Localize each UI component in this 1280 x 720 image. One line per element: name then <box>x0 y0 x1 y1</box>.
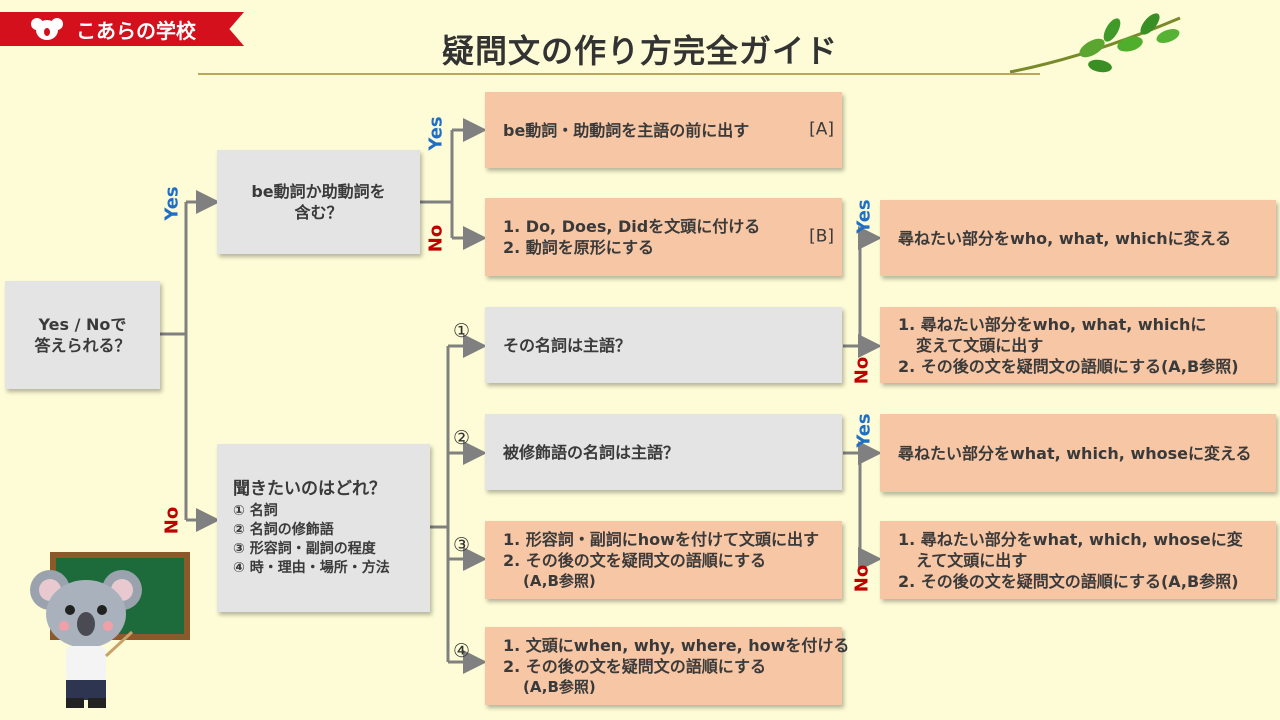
modifier-yes-result-text: 尋ねたい部分をwhat, which, whoseに変える <box>898 443 1252 463</box>
rule-b-box: 1. Do, Does, Didを文頭に付ける 2. 動詞を原形にする [B] <box>485 198 842 276</box>
branch-number-1: ① <box>453 320 471 342</box>
leaf-branch-icon <box>1009 13 1181 74</box>
modifier-no-result-box: 1. 尋ねたい部分をwhat, which, whoseに変 えて文頭に出す 2… <box>880 521 1276 599</box>
yes-label-be: Yes <box>425 116 447 151</box>
modified-noun-question-box: 被修飾語の名詞は主語？ <box>485 414 842 490</box>
no-label-q2: No <box>851 564 873 593</box>
degree-rule-box: 1. 形容詞・副詞にhowを付けて文頭に出す 2. その後の文を疑問文の語順にす… <box>485 521 842 599</box>
subject-no-result-line-1: 1. 尋ねたい部分をwho, what, whichに <box>898 314 1207 334</box>
modified-noun-question-text: 被修飾語の名詞は主語？ <box>503 442 680 462</box>
brand-name: こあらの学校 <box>76 18 196 43</box>
subject-no-result-line-3: 2. その後の文を疑問文の語順にする(A,B参照) <box>898 356 1239 376</box>
rule-a-box: be動詞・助動詞を主語の前に出す [A] <box>485 92 842 168</box>
koala-face-icon <box>31 18 63 40</box>
yes-label-q2: Yes <box>853 413 875 448</box>
which-option-4: ④ 時・理由・場所・方法 <box>233 559 390 576</box>
rule-b-tag: [B] <box>809 226 834 247</box>
modifier-no-result-line-2: えて文頭に出す <box>916 550 1028 570</box>
time-reason-rule-line-2: 2. その後の文を疑問文の語順にする <box>503 656 766 676</box>
koala-teacher-illustration <box>30 552 190 708</box>
start-question-box: Yes / Noで 答えられる？ <box>5 281 160 389</box>
degree-rule-line-2: 2. その後の文を疑問文の語順にする <box>503 550 766 570</box>
rule-b-line-2: 2. 動詞を原形にする <box>503 238 654 257</box>
subject-yes-result-text: 尋ねたい部分をwho, what, whichに変える <box>898 228 1232 248</box>
rule-a-tag: [A] <box>809 119 834 140</box>
start-line-1: Yes / Noで <box>38 315 127 334</box>
modifier-no-result-line-1: 1. 尋ねたい部分をwhat, which, whoseに変 <box>898 529 1243 549</box>
noun-subject-question-text: その名詞は主語？ <box>503 335 632 355</box>
branch-number-3: ③ <box>453 534 471 556</box>
branch-number-4: ④ <box>453 640 471 662</box>
be-question-box: be動詞か助動詞を 含む？ <box>217 150 420 254</box>
modifier-yes-result-box: 尋ねたい部分をwhat, which, whoseに変える <box>880 414 1276 492</box>
subject-yes-result-box: 尋ねたい部分をwho, what, whichに変える <box>880 200 1276 276</box>
page-title: 疑問文の作り方完全ガイド <box>441 32 838 70</box>
degree-rule-line-3: (A,B参照) <box>523 571 596 590</box>
be-question-line-2: 含む？ <box>294 203 343 222</box>
time-reason-rule-line-3: (A,B参照) <box>523 677 596 696</box>
modifier-no-result-line-3: 2. その後の文を疑問文の語順にする(A,B参照) <box>898 571 1239 591</box>
which-question-box: 聞きたいのはどれ？ ① 名詞 ② 名詞の修飾語 ③ 形容詞・副詞の程度 ④ 時・… <box>217 444 430 612</box>
subject-no-result-box: 1. 尋ねたい部分をwho, what, whichに 変えて文頭に出す 2. … <box>880 307 1276 383</box>
which-question-title: 聞きたいのはどれ？ <box>233 478 386 499</box>
no-label-start: No <box>161 506 183 535</box>
which-option-3: ③ 形容詞・副詞の程度 <box>233 540 376 557</box>
which-option-1: ① 名詞 <box>233 502 278 519</box>
rule-a-text: be動詞・助動詞を主語の前に出す <box>503 120 750 140</box>
degree-rule-line-1: 1. 形容詞・副詞にhowを付けて文頭に出す <box>503 529 819 549</box>
start-line-2: 答えられる？ <box>34 336 131 355</box>
which-option-2: ② 名詞の修飾語 <box>233 521 334 538</box>
yes-label-q1: Yes <box>853 199 875 234</box>
time-reason-rule-box: 1. 文頭にwhen, why, where, howを付ける 2. その後の文… <box>485 627 849 705</box>
yes-label-start: Yes <box>161 186 183 221</box>
noun-subject-question-box: その名詞は主語？ <box>485 307 842 383</box>
no-label-q1: No <box>851 356 873 385</box>
rule-b-line-1: 1. Do, Does, Didを文頭に付ける <box>503 217 761 236</box>
be-question-line-1: be動詞か助動詞を <box>251 182 386 201</box>
subject-no-result-line-2: 変えて文頭に出す <box>916 335 1044 355</box>
no-label-be: No <box>425 224 447 253</box>
branch-number-2: ② <box>453 427 471 449</box>
time-reason-rule-line-1: 1. 文頭にwhen, why, where, howを付ける <box>503 635 850 655</box>
